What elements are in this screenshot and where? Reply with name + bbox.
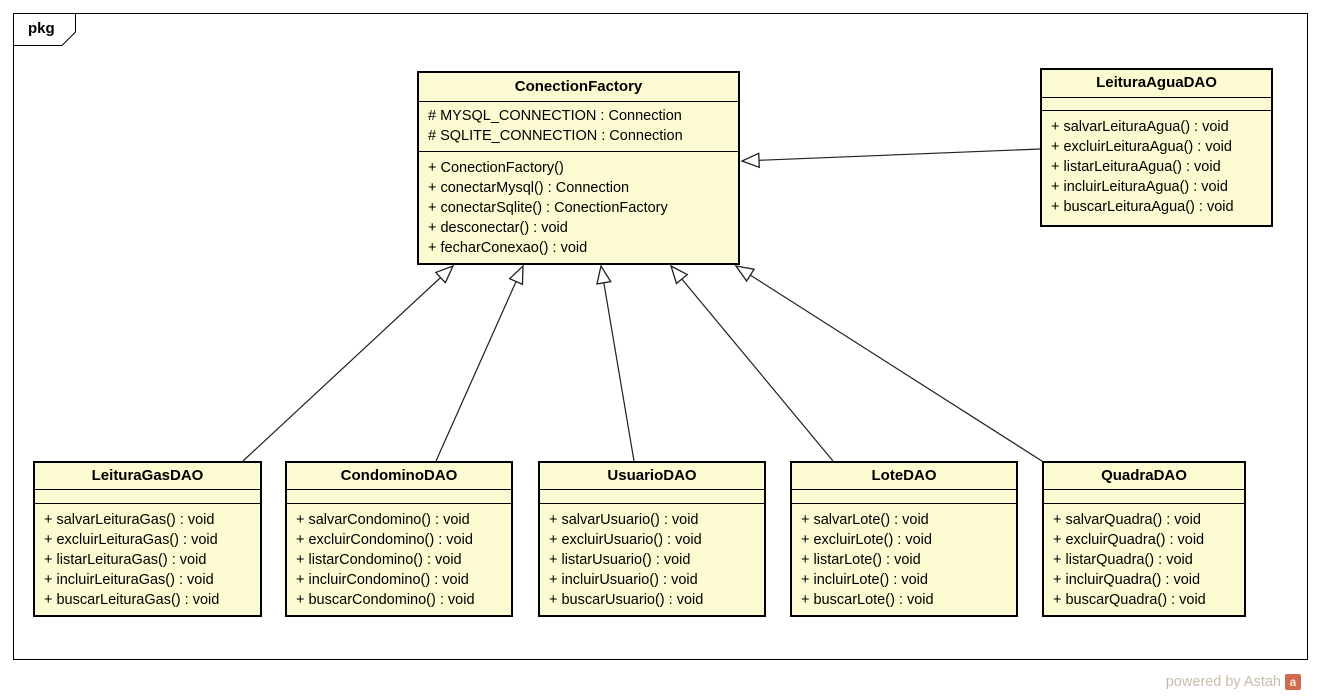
operation: + fecharConexao() : void xyxy=(428,240,588,256)
operation: + incluirQuadra() : void xyxy=(1053,572,1201,588)
frame-label[interactable]: pkg xyxy=(28,20,55,37)
astah-logo-icon: a xyxy=(1285,674,1301,690)
class-name: LoteDAO xyxy=(792,463,1016,490)
class-box-LoteDAO[interactable]: LoteDAO + salvarLote() : void + excluirLot… xyxy=(790,461,1018,617)
generalization-LeituraGasDAO-to-ConectionFactory[interactable] xyxy=(242,264,455,462)
operation: + buscarCondomino() : void xyxy=(296,592,475,608)
generalization-UsuarioDAO-to-ConectionFactory[interactable] xyxy=(596,264,635,462)
operation: + excluirCondomino() : void xyxy=(296,532,473,548)
operation: + excluirLote() : void xyxy=(801,532,932,548)
attribute: # MYSQL_CONNECTION : Connection xyxy=(428,108,682,124)
operations-compartment: + salvarLeituraGas() : void + excluirLeit… xyxy=(35,504,260,610)
operation: + conectarSqlite() : ConectionFactory xyxy=(428,200,668,216)
attributes-compartment xyxy=(287,490,511,504)
operations-compartment: + salvarLeituraAgua() : void + excluirLei… xyxy=(1042,111,1271,217)
class-box-LeituraGasDAO[interactable]: LeituraGasDAO + salvarLeituraGas() : void… xyxy=(33,461,262,617)
operation: + salvarLeituraGas() : void xyxy=(44,512,215,528)
attribute: # SQLITE_CONNECTION : Connection xyxy=(428,128,683,144)
operation: + salvarCondomino() : void xyxy=(296,512,470,528)
attributes-compartment xyxy=(792,490,1016,504)
class-box-UsuarioDAO[interactable]: UsuarioDAO + salvarUsuario() : void + excl… xyxy=(538,461,766,617)
operation: + incluirLeituraAgua() : void xyxy=(1051,179,1228,195)
operations-compartment: + salvarLote() : void + excluirLote() : v… xyxy=(792,504,1016,610)
attributes-compartment xyxy=(35,490,260,504)
operation: + incluirLeituraGas() : void xyxy=(44,572,214,588)
operation: + listarQuadra() : void xyxy=(1053,552,1193,568)
class-name: QuadraDAO xyxy=(1044,463,1244,490)
operation: + listarLeituraGas() : void xyxy=(44,552,207,568)
operation: + listarLeituraAgua() : void xyxy=(1051,159,1221,175)
operation: + salvarLeituraAgua() : void xyxy=(1051,119,1229,135)
operations-compartment: + salvarUsuario() : void + excluirUsuario… xyxy=(540,504,764,610)
operation: + conectarMysql() : Connection xyxy=(428,180,630,196)
connectors-group xyxy=(242,148,1046,464)
frame-border xyxy=(13,13,1308,660)
operation: + incluirUsuario() : void xyxy=(549,572,698,588)
operation: + buscarUsuario() : void xyxy=(549,592,704,608)
watermark-text: powered by Astah xyxy=(1165,674,1281,690)
operation: + excluirLeituraAgua() : void xyxy=(1051,139,1232,155)
class-box-QuadraDAO[interactable]: QuadraDAO + salvarQuadra() : void + exclui… xyxy=(1042,461,1246,617)
operation: + buscarQuadra() : void xyxy=(1053,592,1206,608)
operations-compartment: + salvarQuadra() : void + excluirQuadra()… xyxy=(1044,504,1244,610)
operation: + ConectionFactory() xyxy=(428,160,564,176)
class-name: UsuarioDAO xyxy=(540,463,764,490)
operations-compartment: + salvarCondomino() : void + excluirCondo… xyxy=(287,504,511,610)
generalization-CondominoDAO-to-ConectionFactory[interactable] xyxy=(435,264,524,462)
generalization-LoteDAO-to-ConectionFactory[interactable] xyxy=(669,264,834,462)
operation: + listarLote() : void xyxy=(801,552,921,568)
class-name: LeituraGasDAO xyxy=(35,463,260,490)
operation: + salvarUsuario() : void xyxy=(549,512,699,528)
generalization-QuadraDAO-to-ConectionFactory[interactable] xyxy=(734,265,1046,464)
attributes-compartment: # MYSQL_CONNECTION : Connection # SQLITE_… xyxy=(419,102,738,152)
class-box-ConectionFactory[interactable]: ConectionFactory# MYSQL_CONNECTION : Con… xyxy=(417,71,740,265)
operation: + salvarLote() : void xyxy=(801,512,929,528)
attributes-compartment xyxy=(1044,490,1244,504)
operation: + buscarLote() : void xyxy=(801,592,934,608)
operation: + excluirUsuario() : void xyxy=(549,532,702,548)
attributes-compartment xyxy=(1042,98,1271,111)
operation: + incluirCondomino() : void xyxy=(296,572,469,588)
class-box-CondominoDAO[interactable]: CondominoDAO+ salvarCondomino() : void+ … xyxy=(285,461,513,617)
operation: + excluirLeituraGas() : void xyxy=(44,532,218,548)
operation: + listarCondomino() : void xyxy=(296,552,462,568)
operation: + incluirLote() : void xyxy=(801,572,928,588)
generalization-LeituraAguaDAO-to-ConectionFactory[interactable] xyxy=(740,148,1041,169)
class-name: ConectionFactory xyxy=(419,73,738,102)
operation: + buscarLeituraAgua() : void xyxy=(1051,199,1234,215)
operations-compartment: + ConectionFactory() + conectarMysql() : … xyxy=(419,152,738,258)
class-box-LeituraAguaDAO[interactable]: LeituraAguaDAO + salvarLeituraAgua() : vo… xyxy=(1040,68,1273,227)
operation: + buscarLeituraGas() : void xyxy=(44,592,220,608)
operation: + excluirQuadra() : void xyxy=(1053,532,1205,548)
operation: + salvarQuadra() : void xyxy=(1053,512,1201,528)
watermark: powered by Astah a xyxy=(1166,674,1301,690)
attributes-compartment xyxy=(540,490,764,504)
class-name: LeituraAguaDAO xyxy=(1042,70,1271,98)
frame-label-tab[interactable] xyxy=(13,13,76,46)
operation: + listarUsuario() : void xyxy=(549,552,691,568)
class-name: CondominoDAO xyxy=(287,463,511,490)
operation: + desconectar() : void xyxy=(428,220,568,236)
